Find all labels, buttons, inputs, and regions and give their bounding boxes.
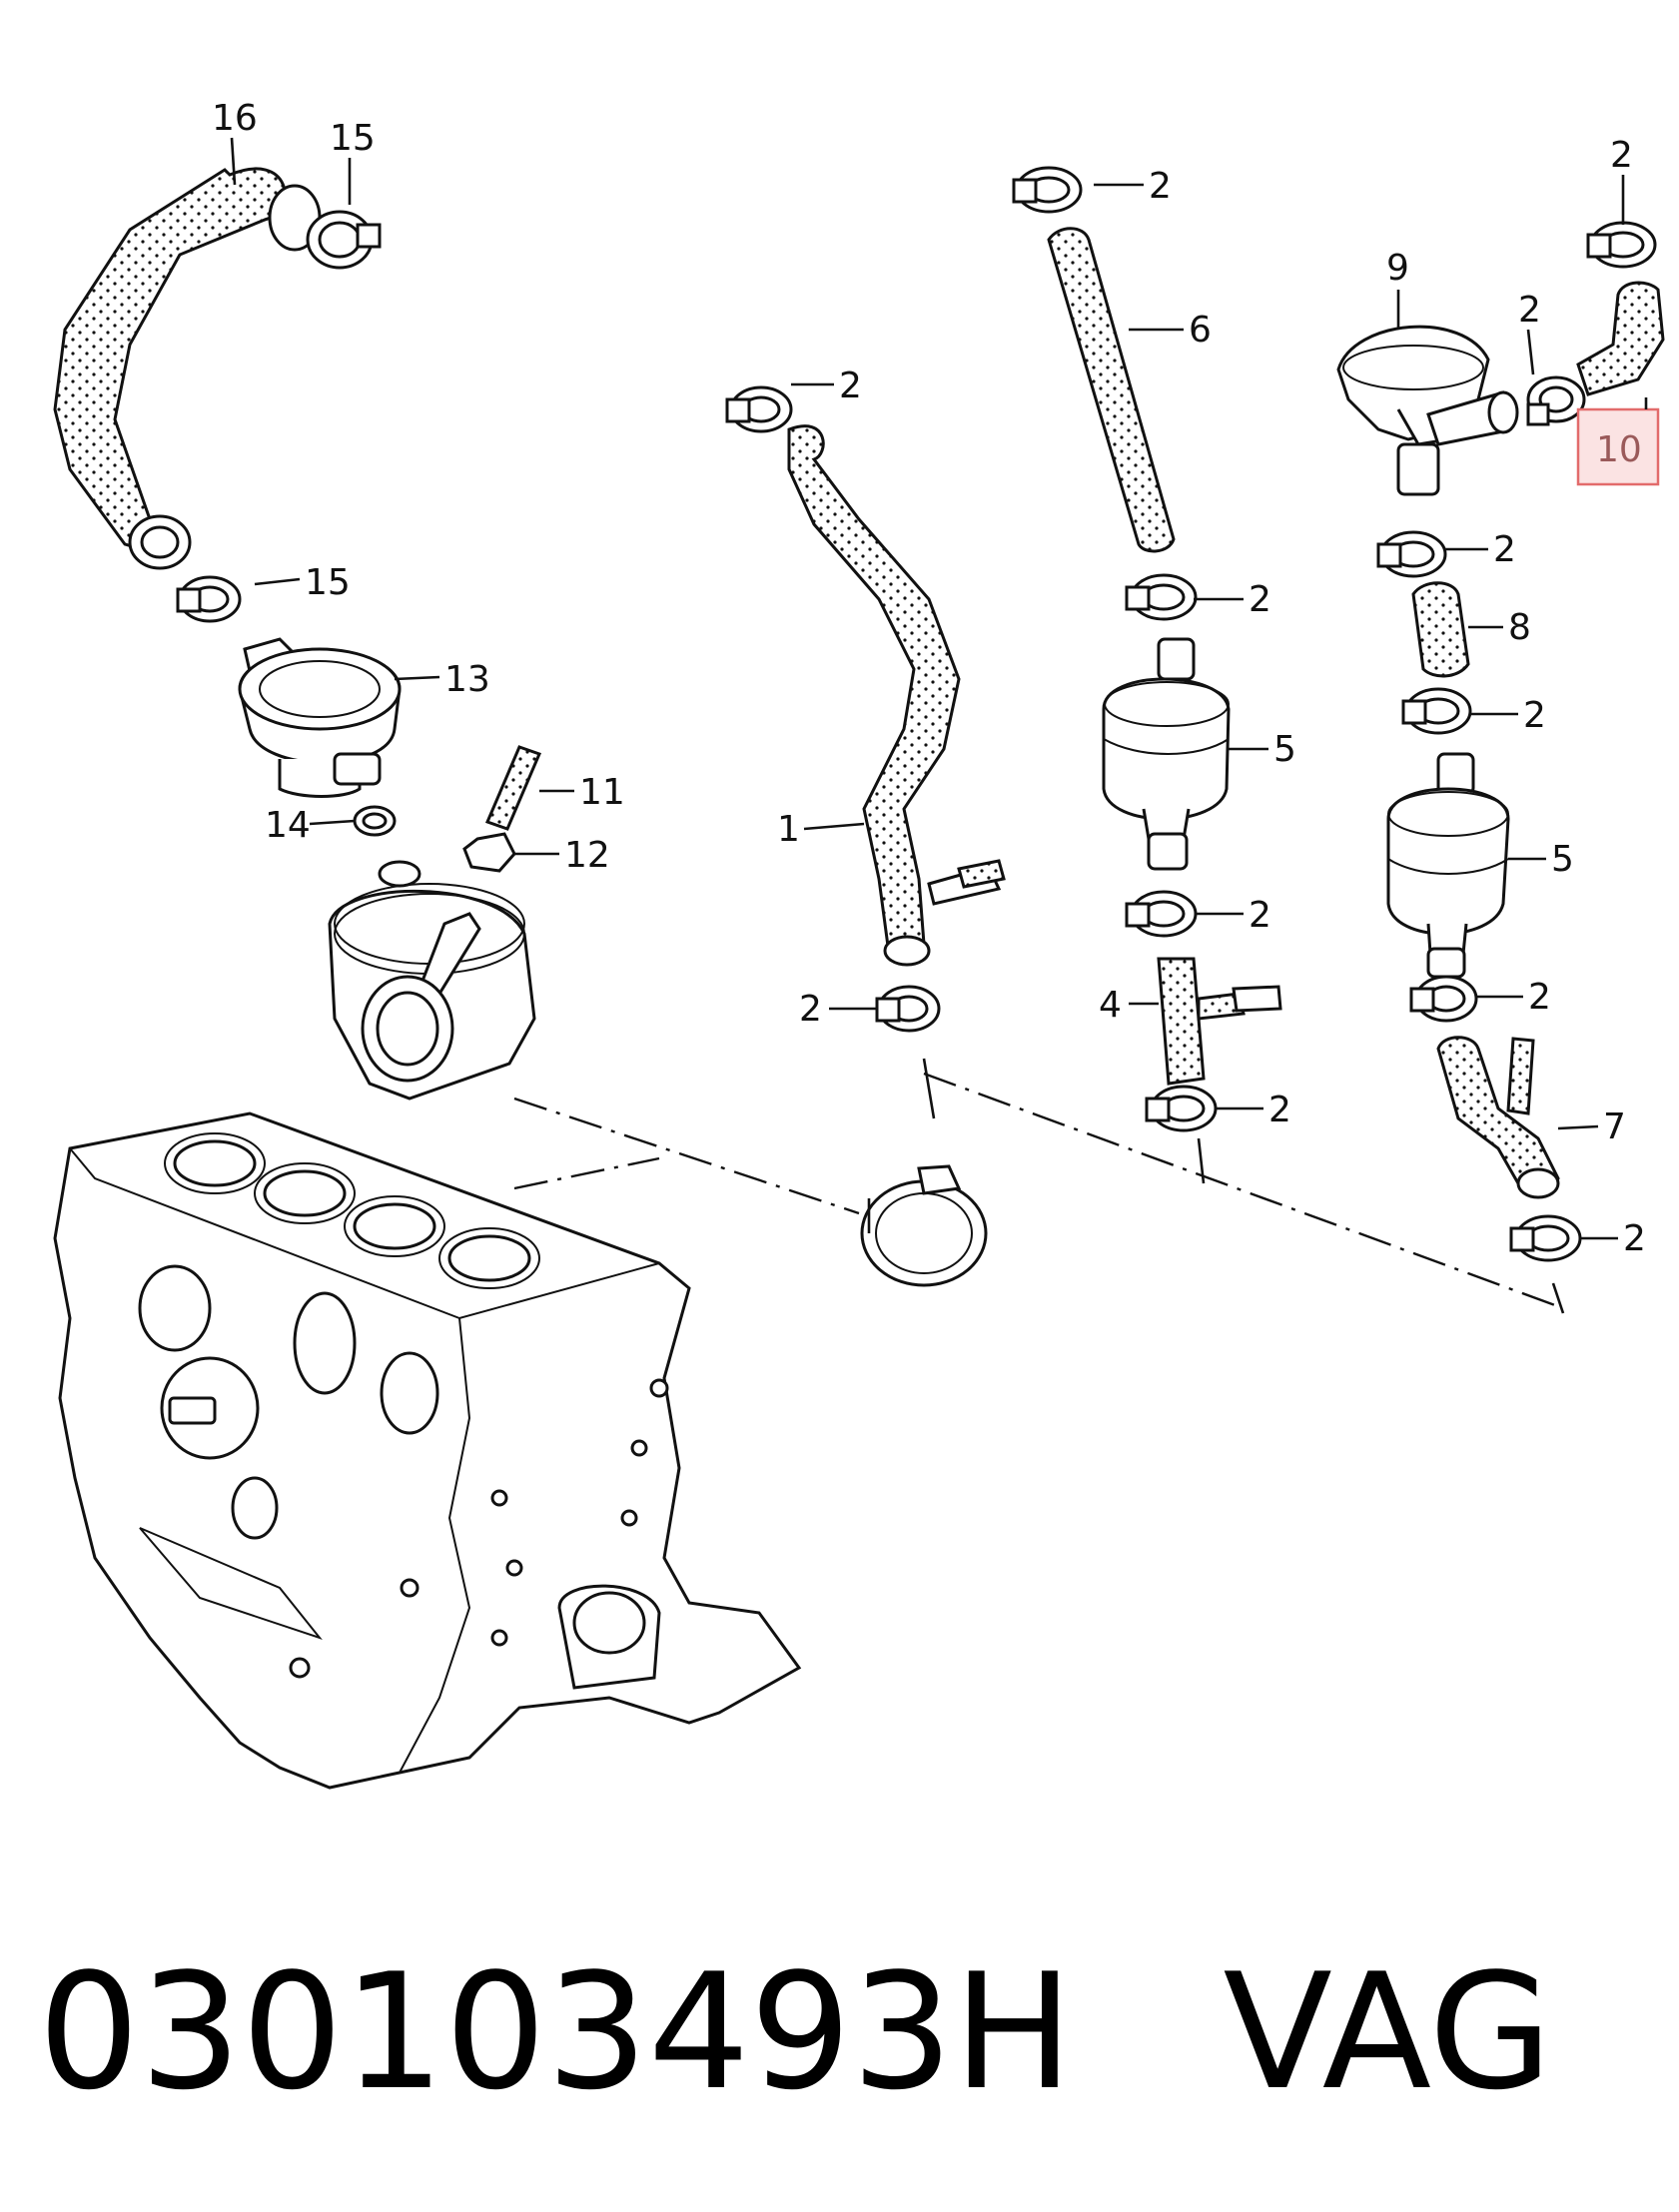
hose-clamp-2-g [1586, 221, 1657, 269]
hose-clamp-2-k [1409, 975, 1478, 1023]
hose-clamp-2-l [1509, 1214, 1582, 1262]
small-hose-11 [484, 745, 542, 831]
callout-2-i: 2 [1493, 529, 1516, 570]
callout-1: 1 [777, 809, 800, 850]
o-ring-14 [353, 805, 397, 837]
nut-12 [462, 832, 516, 873]
callout-13: 13 [444, 659, 490, 700]
pcv-valve-9 [1336, 325, 1519, 496]
hose-clamp-15-lower [176, 575, 242, 623]
callout-2-l: 2 [1623, 1218, 1646, 1259]
callout-2-c: 2 [1149, 166, 1172, 207]
callout-5-right: 5 [1551, 839, 1574, 880]
engine-block [53, 1111, 802, 1790]
elbow-hose-10 [1576, 281, 1665, 396]
callout-2-k: 2 [1528, 977, 1551, 1018]
part-number-caption: 030103493H VAG [38, 1932, 1596, 2132]
crankcase-vent-housing [328, 860, 536, 1101]
callout-labels: 16 15 15 13 14 11 12 1 2 2 6 2 5 2 4 2 9… [212, 98, 1646, 1259]
hose-7 [1436, 1036, 1560, 1199]
hose-clamp-2-h [1526, 375, 1586, 426]
filter-5-center [1102, 637, 1231, 871]
callout-14: 14 [265, 805, 311, 846]
callout-2-f: 2 [1268, 1090, 1291, 1130]
callout-11: 11 [579, 772, 625, 813]
callout-16: 16 [212, 98, 258, 139]
highlight-box [1576, 407, 1660, 486]
hose-1 [787, 424, 1006, 967]
callout-2-b: 2 [799, 989, 822, 1030]
exploded-parts-diagram: 16 15 15 13 14 11 12 1 2 2 6 2 5 2 4 2 9… [53, 98, 1665, 1790]
hose-6 [1047, 227, 1176, 553]
short-hose-8 [1411, 581, 1470, 678]
hose-clamp-2-b [875, 985, 941, 1033]
brand-name: VAG [1223, 1938, 1553, 2125]
callout-7: 7 [1603, 1106, 1626, 1147]
callout-2-j: 2 [1523, 695, 1546, 736]
hose-clamp-2-i [1376, 530, 1447, 578]
hose-clamp-2-j [1401, 687, 1472, 735]
callout-9: 9 [1386, 248, 1409, 289]
callout-15-upper: 15 [330, 118, 376, 159]
t-piece-4 [1157, 957, 1282, 1086]
callout-2-a: 2 [839, 366, 862, 406]
assembly-lines [513, 1058, 1565, 1314]
callout-2-d: 2 [1249, 579, 1271, 620]
callout-15-lower: 15 [305, 562, 351, 603]
hose-clamp-2-e [1125, 890, 1198, 938]
hose-clamp-15-upper [306, 210, 382, 270]
hose-16 [53, 167, 322, 570]
callout-12: 12 [564, 835, 610, 876]
hose-clamp-2-f [1145, 1085, 1218, 1132]
callout-8: 8 [1508, 607, 1531, 648]
hose-clamp-2-c [1012, 166, 1083, 214]
callout-4: 4 [1099, 985, 1122, 1026]
callout-2-g: 2 [1518, 290, 1541, 331]
callout-5-center: 5 [1273, 729, 1296, 770]
leader-lines [230, 137, 1648, 1240]
hose-clamp-2-a [725, 385, 793, 433]
callout-10: 10 [1596, 429, 1642, 470]
part-number: 030103493H [38, 1938, 1074, 2125]
callout-2-h: 2 [1610, 135, 1633, 176]
breather-valve-13 [238, 637, 402, 798]
hose-clamp-2-d [1125, 573, 1198, 621]
filter-5-right [1386, 752, 1510, 979]
seal-ring-connector [860, 1164, 988, 1287]
callout-2-e: 2 [1249, 895, 1271, 936]
callout-6: 6 [1189, 310, 1212, 351]
